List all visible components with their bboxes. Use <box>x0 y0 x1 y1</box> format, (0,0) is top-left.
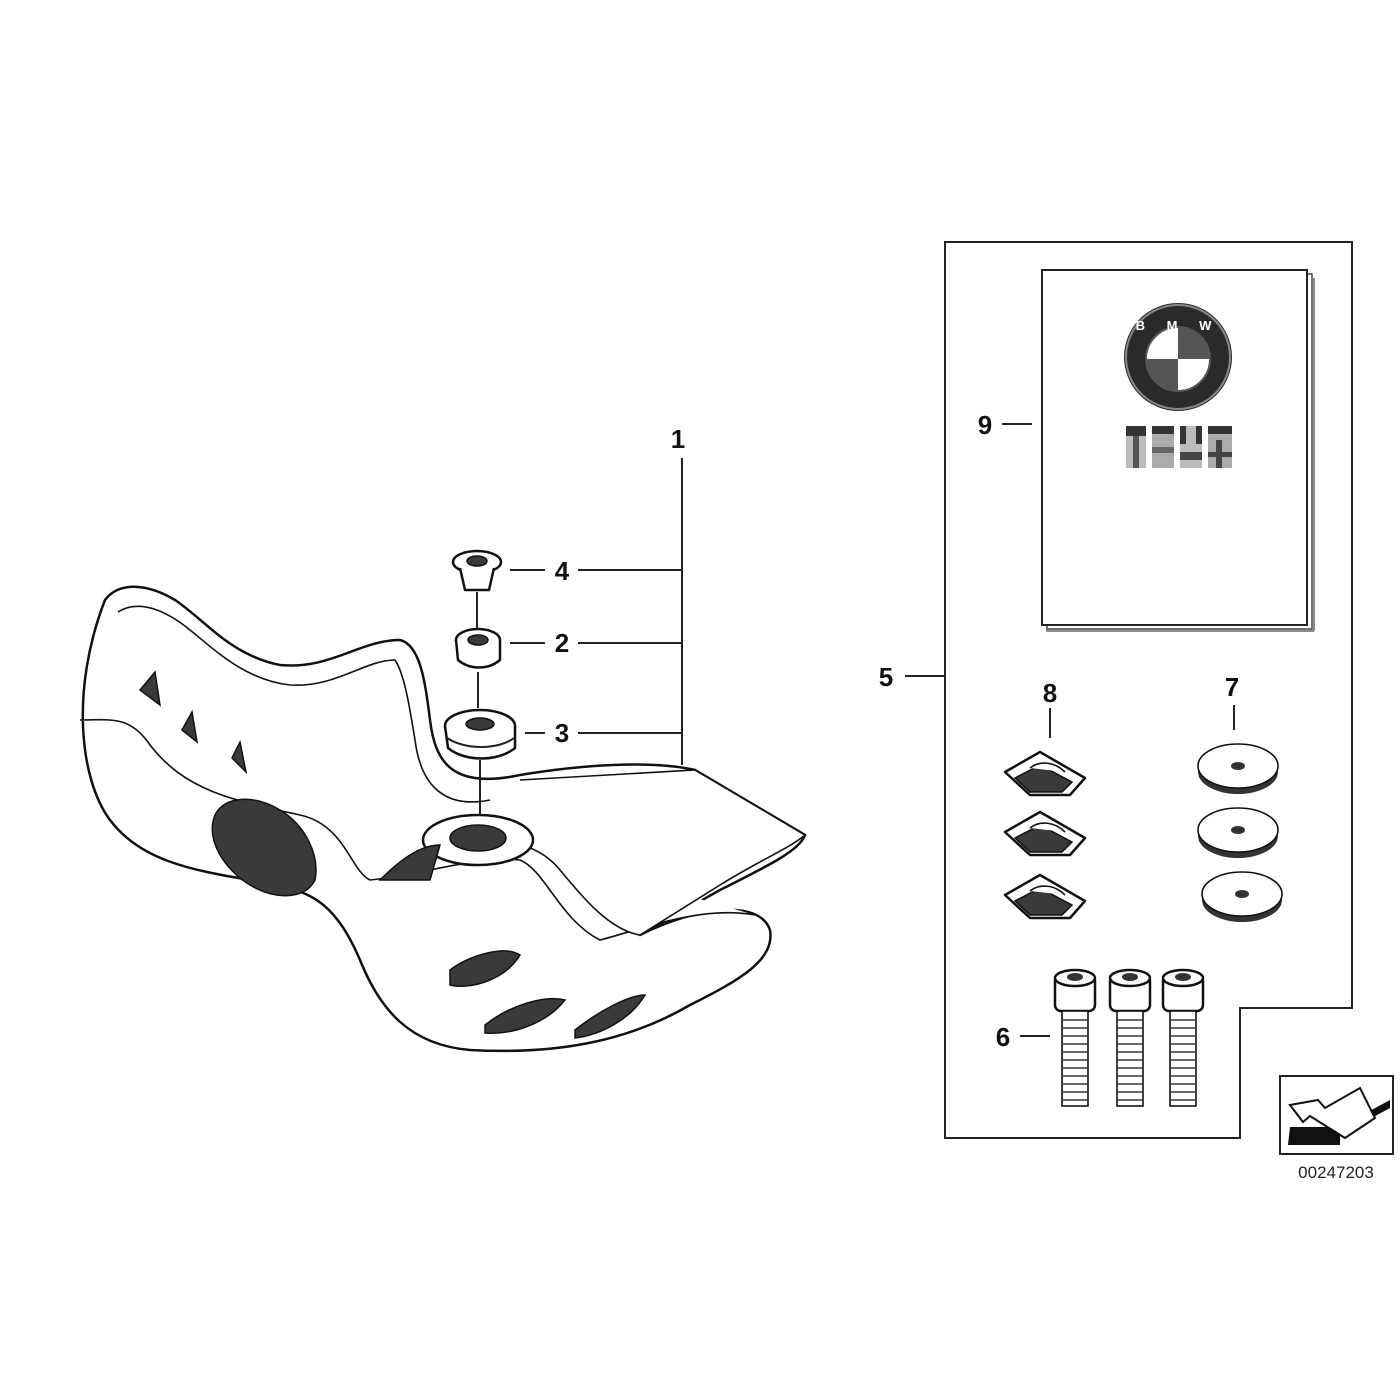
bmw-logo: B M W <box>1124 303 1232 411</box>
callout-9: 9 <box>978 410 992 440</box>
callout-1: 1 <box>671 424 685 454</box>
callout-8: 8 <box>1043 678 1057 708</box>
reference-number: 00247203 <box>1298 1163 1374 1182</box>
spring-nut <box>1003 810 1087 857</box>
callout-5: 5 <box>879 662 893 692</box>
spacer-sleeve-2 <box>454 627 502 669</box>
kit-frame <box>944 241 1353 1139</box>
washer <box>1197 807 1279 858</box>
bmw-logo-text: B M W <box>1136 318 1221 333</box>
skid-plate <box>79 585 807 1053</box>
leader-lines-group-1 <box>510 458 683 765</box>
hex-socket-screw <box>1108 968 1152 1107</box>
callout-4: 4 <box>555 556 570 586</box>
hex-socket-screw <box>1161 968 1205 1107</box>
callout-7: 7 <box>1225 672 1239 702</box>
hex-socket-screw <box>1053 968 1097 1107</box>
callout-3: 3 <box>555 718 569 748</box>
washer <box>1197 743 1279 794</box>
callout-6: 6 <box>996 1022 1010 1052</box>
spring-nut <box>1003 750 1087 797</box>
rubber-mount-3 <box>443 708 517 760</box>
rubber-grommet-4 <box>451 549 503 592</box>
spring-nut <box>1003 873 1087 920</box>
washer <box>1201 871 1283 922</box>
language-flags-icon <box>1126 426 1232 468</box>
view-direction-icon <box>1279 1075 1394 1155</box>
callout-2: 2 <box>555 628 569 658</box>
